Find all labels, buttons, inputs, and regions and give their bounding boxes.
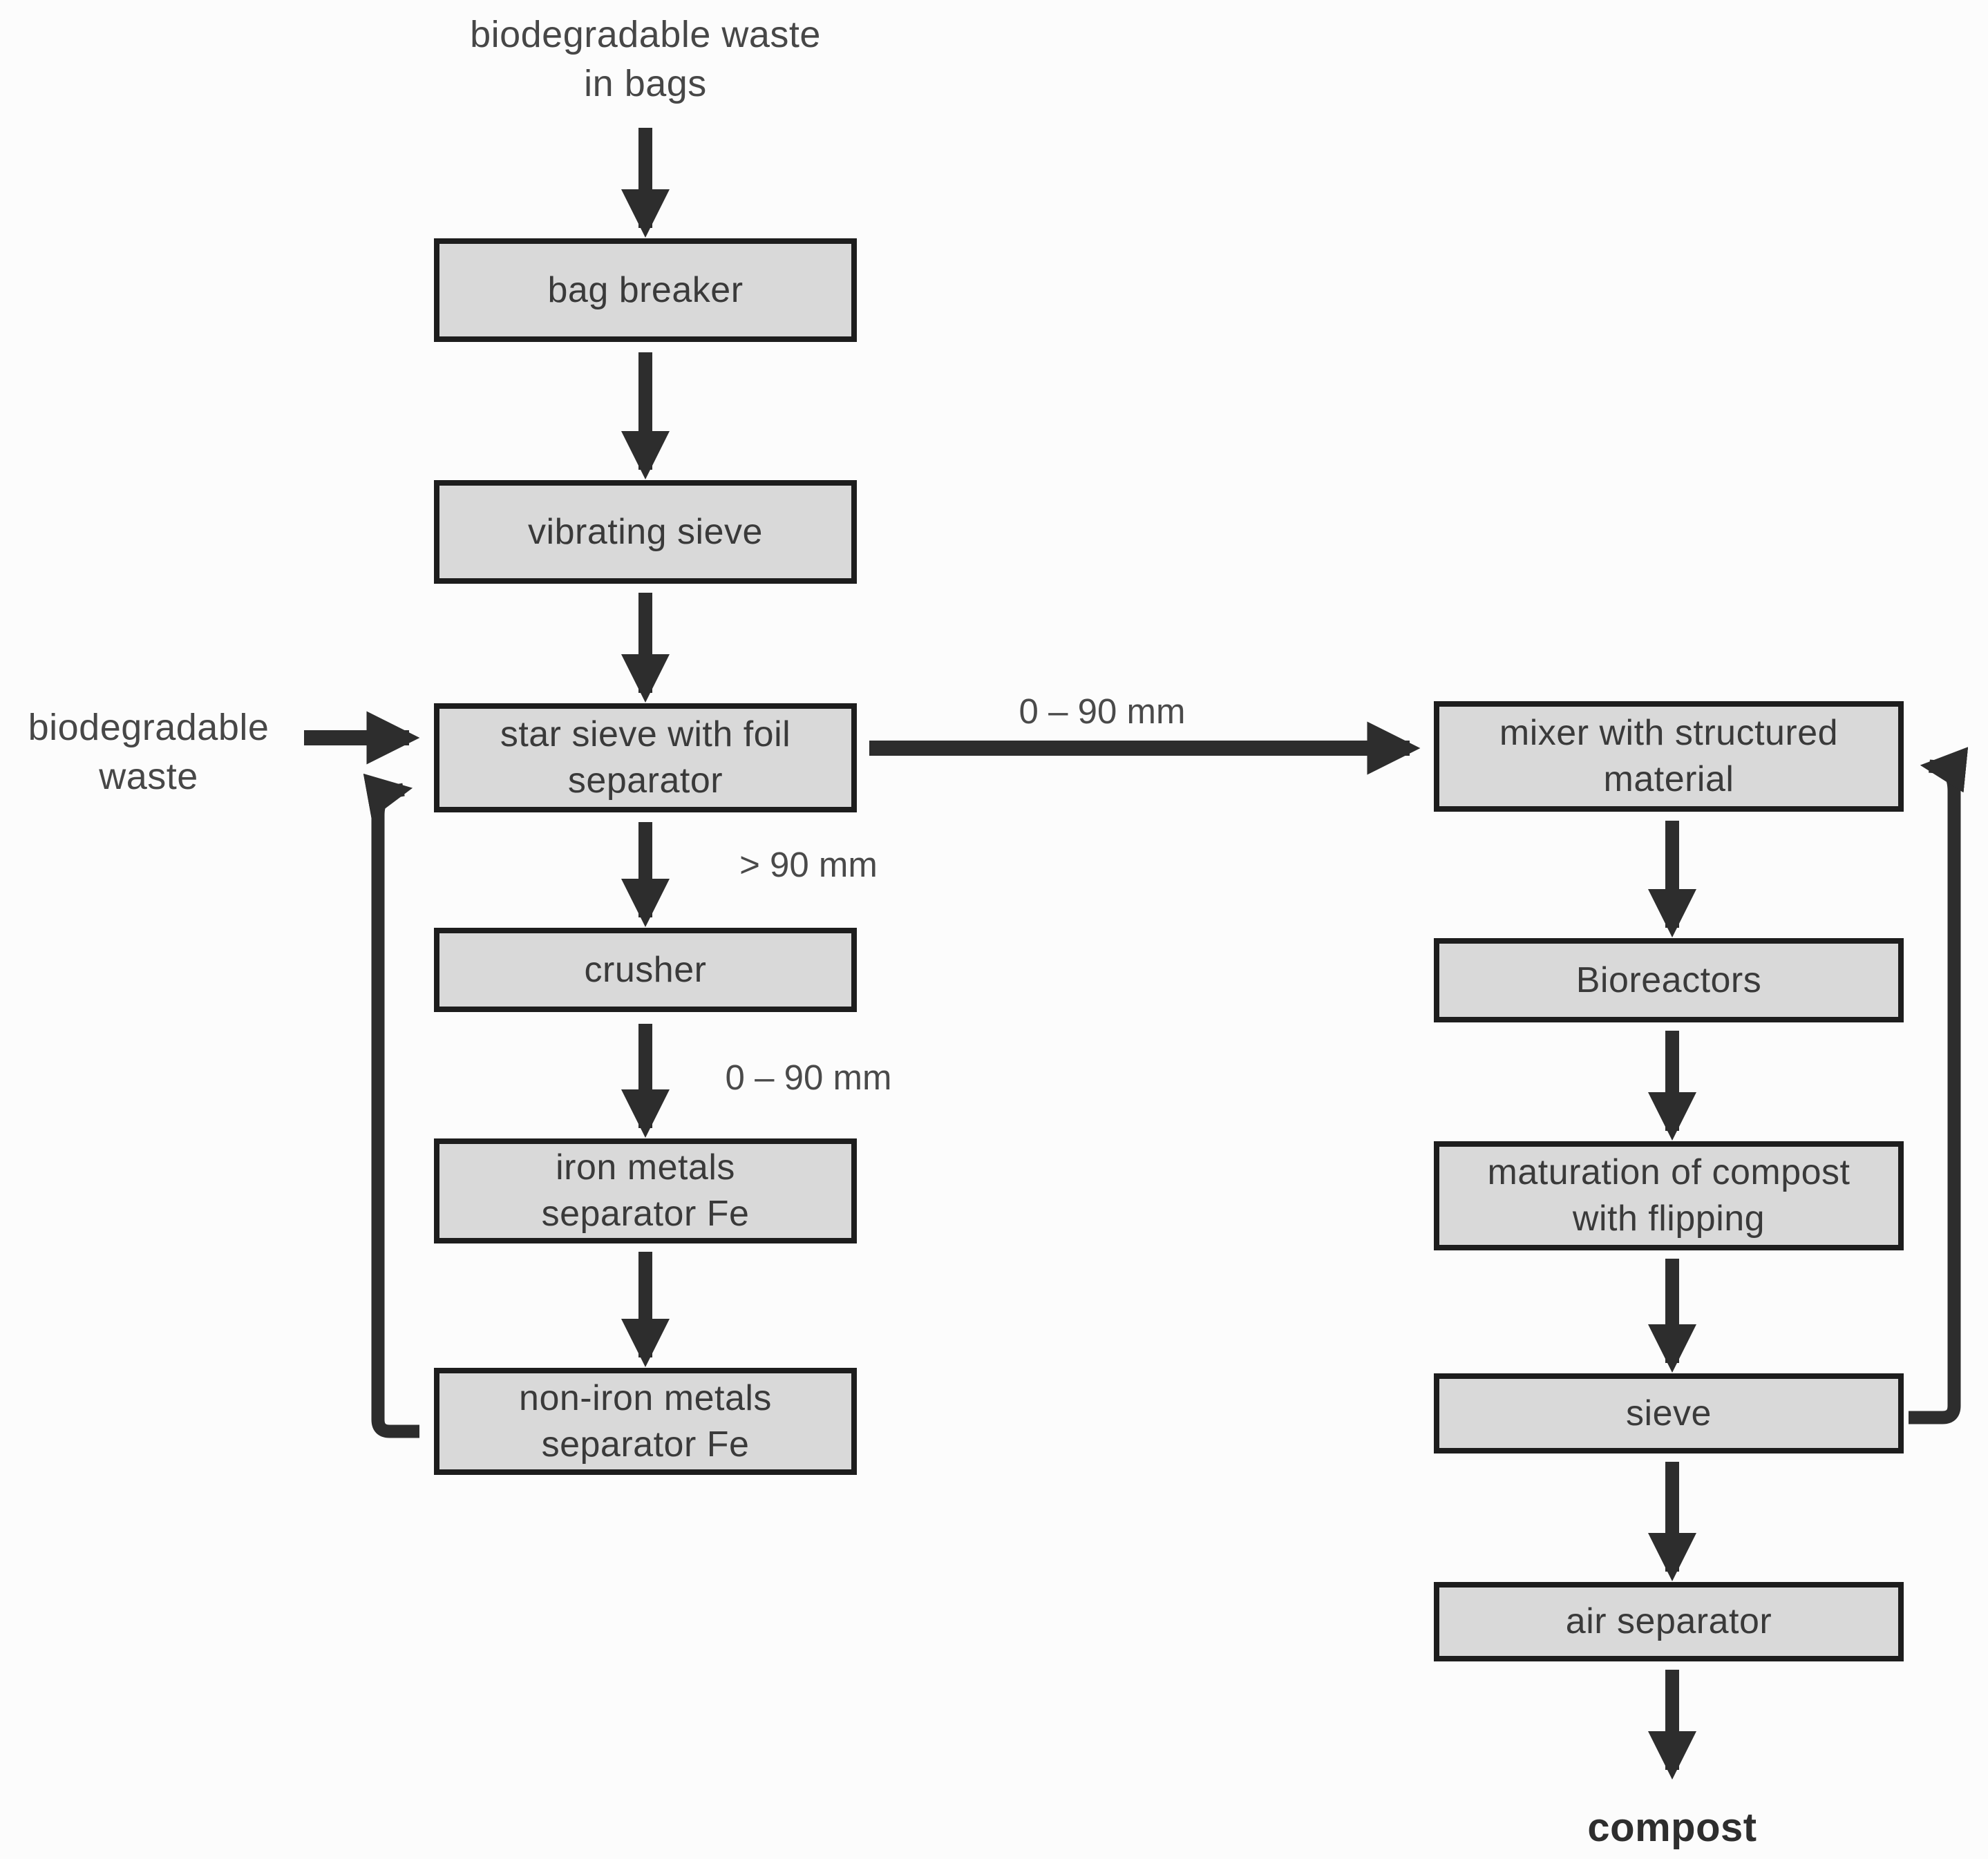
box-bag-breaker: bag breaker [434, 238, 857, 342]
box-maturation-of-compost: maturation of compost with flipping [1434, 1141, 1904, 1250]
side-input-label: biodegradable waste [28, 707, 269, 798]
feedback-loop-non-iron-to-star-sieve [363, 773, 419, 1438]
box-star-sieve-with-foil-separator: star sieve with foil separator [434, 703, 857, 812]
box-mixer-with-structured-material: mixer with structured material [1434, 701, 1904, 812]
edge-label-0-90mm-horizontal: 0 – 90 mm [1019, 692, 1186, 731]
box-sieve: sieve [1434, 1373, 1904, 1453]
box-air-separator: air separator [1434, 1582, 1904, 1661]
edge-label-0-90mm-vertical: 0 – 90 mm [725, 1058, 892, 1097]
edge-label-over-90mm: > 90 mm [739, 845, 878, 884]
box-crusher: crusher [434, 928, 857, 1012]
box-vibrating-sieve: vibrating sieve [434, 480, 857, 584]
output-label: compost [1587, 1805, 1757, 1850]
box-iron-metals-separator: iron metals separator Fe [434, 1138, 857, 1243]
box-bioreactors: Bioreactors [1434, 938, 1904, 1022]
source-label: biodegradable waste in bags [470, 14, 821, 105]
feedback-loop-sieve-to-mixer [1909, 747, 1969, 1424]
box-non-iron-metals-separator: non-iron metals separator Fe [434, 1368, 857, 1475]
